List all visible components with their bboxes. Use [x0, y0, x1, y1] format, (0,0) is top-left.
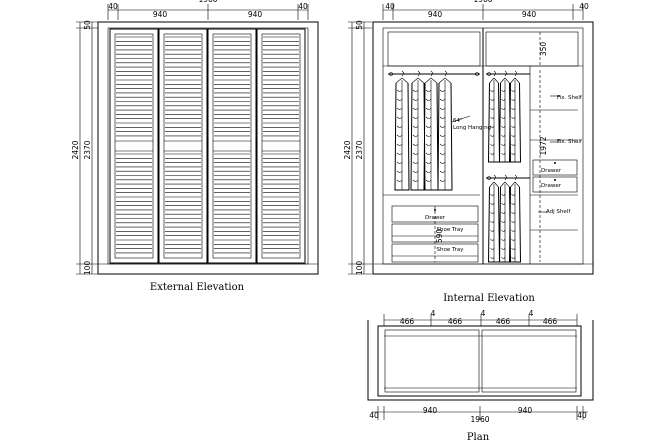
int-top-dim-bay-left: 940 — [428, 10, 443, 19]
garment-hanger — [487, 70, 501, 163]
external-elevation: 40 940 940 40 1960 50 2420 2370 100 Exte… — [71, 0, 319, 293]
plan-top-dim-6: 4 — [529, 309, 534, 318]
int-top-dim-bay-right: 940 — [522, 10, 537, 19]
ext-top-dim-left: 40 — [108, 2, 118, 11]
int-shoe-tray-1-label: Shoe Tray — [437, 227, 465, 233]
garment-hanger — [498, 174, 512, 263]
louvred-door — [256, 28, 306, 264]
plan-top-dim-3: 466 — [448, 317, 463, 326]
hanging-garments — [394, 70, 522, 263]
int-dim-top-shelf: 350 — [539, 42, 548, 57]
plan-bottom-dim-3: 1960 — [470, 415, 489, 424]
plan-top-dim-5: 466 — [496, 317, 511, 326]
int-shoe-tray-2-label: Shoe Tray — [437, 247, 465, 253]
louvred-door — [109, 28, 159, 264]
louvred-door — [158, 28, 208, 264]
int-top-dim-right: 40 — [579, 2, 589, 11]
louvred-doors — [109, 28, 306, 264]
ext-left-dim-overall: 2420 — [71, 140, 80, 159]
ext-left-dim-plinth: 100 — [83, 261, 92, 276]
int-left-dim-plinth: 100 — [355, 261, 364, 276]
int-long-hanging-label: 64"Long Hanging — [453, 118, 491, 131]
plan-top-dim-7: 466 — [543, 317, 558, 326]
plan-top-dim-4: 4 — [481, 309, 486, 318]
int-drawer-right-2-label: Drawer — [541, 183, 562, 189]
internal-elevation-caption: Internal Elevation — [443, 293, 535, 304]
garment-hanger — [437, 70, 453, 191]
int-adj-shelf-label: Adj Shelf — [546, 209, 571, 215]
ext-top-dim-door-right: 940 — [248, 10, 263, 19]
int-dim-hanging-height: 1972 — [539, 136, 548, 155]
plan-bottom-dim-5: 40 — [577, 411, 587, 420]
garment-hanger — [498, 70, 512, 163]
ext-top-dim-door-left: 940 — [153, 10, 168, 19]
plan-bottom-dim-2: 940 — [423, 406, 438, 415]
plan-caption: Plan — [467, 432, 490, 440]
garment-hanger — [508, 70, 522, 163]
plan-view: 466 4 466 4 466 4 466 40 940 1960 940 40… — [367, 309, 594, 440]
int-dim-drawer-stack: 590 — [435, 229, 444, 244]
int-left-dim-inner: 2370 — [355, 140, 364, 159]
int-fix-shelf-1-label: Fix. Shelf — [557, 95, 583, 101]
int-left-dim-top: 50 — [355, 20, 364, 30]
plan-top-dim-2: 4 — [431, 309, 436, 318]
int-left-dim-overall: 2420 — [343, 140, 352, 159]
ext-top-overall: 1960 — [198, 0, 217, 4]
ext-left-dim-inner: 2370 — [83, 140, 92, 159]
plan-top-dim-1: 466 — [400, 317, 415, 326]
int-top-overall: 1960 — [473, 0, 492, 4]
plan-bottom-dim-4: 940 — [518, 406, 533, 415]
ext-top-dim-right: 40 — [298, 2, 308, 11]
garment-hanger — [508, 174, 522, 263]
int-top-dim-left: 40 — [385, 2, 395, 11]
plan-bottom-dim-1: 40 — [369, 411, 379, 420]
int-drawer-right-1-label: Drawer — [541, 168, 562, 174]
garment-hanger — [394, 70, 410, 191]
garment-hanger — [410, 70, 426, 191]
ext-left-dim-top: 50 — [83, 20, 92, 30]
external-elevation-caption: External Elevation — [150, 282, 245, 293]
garment-hanger — [423, 70, 439, 191]
int-drawer-left-label: Drawer — [425, 215, 446, 221]
int-fix-shelf-2-label: Fix. Shelf — [557, 139, 583, 145]
garment-hanger — [487, 174, 501, 263]
louvred-door — [207, 28, 257, 264]
internal-elevation: 40 940 940 40 1960 50 2420 2370 100 Draw — [343, 0, 594, 304]
